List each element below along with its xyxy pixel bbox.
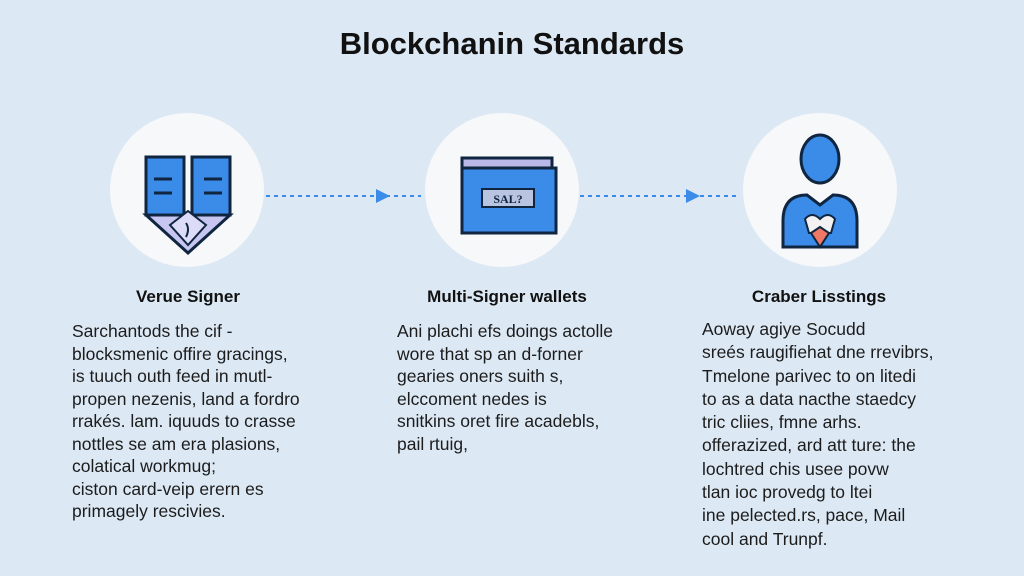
- text-line: colatical workmug;: [72, 456, 216, 476]
- text-line: lochtred chis usee povw: [702, 458, 889, 479]
- text-line: gearies oners suith s,: [397, 366, 564, 386]
- step-1-icon-circle: [110, 113, 264, 267]
- step-2-icon-circle: SAL?: [425, 113, 579, 267]
- text-line: rrakés. lam. iquuds to crasse: [72, 411, 296, 431]
- wallet-icon: SAL?: [460, 156, 558, 235]
- text-line: is tuuch outh feed in mutl-: [72, 366, 273, 386]
- text-line: elccoment nedes is: [397, 388, 547, 409]
- page-title: Blockchanin Standards: [339, 26, 685, 61]
- text-line: Sarchantods the cif -: [72, 321, 233, 341]
- text-line: snitkins oret fire acadebls,: [397, 411, 600, 431]
- text-line: Aoway agiye Socudd: [702, 319, 866, 339]
- text-line: ine pelected.rs, pace, Mail: [702, 505, 906, 526]
- text-line: Ani plachi efs doings actolle: [397, 321, 613, 341]
- text-line: pail rtuig,: [397, 433, 469, 454]
- text-line: primagely rescivies.: [72, 501, 226, 521]
- step-2-description: Ani plachi efs doings actolle wore that …: [397, 320, 613, 455]
- text-line: blocksmenic offire gracings,: [72, 343, 288, 364]
- step-1-heading: Verue Signer: [136, 287, 240, 306]
- text-line: Tmelone parivec to on litedi: [702, 365, 916, 386]
- text-line: wore that sp an d-forner: [397, 343, 583, 364]
- text-line: propen nezenis, land a fordro: [72, 388, 300, 409]
- text-line: nottles se am era plasions,: [72, 433, 281, 454]
- flow-arrow-2: [580, 189, 740, 203]
- step-1-description: Sarchantods the cif - blocksmenic offire…: [72, 320, 300, 523]
- text-line: tlan ioc provedg to ltei: [702, 482, 873, 503]
- wallet-label: SAL?: [493, 192, 522, 206]
- step-2-heading: Multi-Signer wallets: [427, 287, 587, 306]
- text-line: to as a data nacthe staedcy: [702, 388, 917, 409]
- text-line: ciston card-veip erern es: [72, 478, 264, 499]
- text-line: sreés raugifiehat dne rrevibrs,: [702, 342, 934, 363]
- text-line: offerazized, ard att ture: the: [702, 435, 916, 456]
- user-heart-icon: [781, 133, 859, 249]
- step-3-icon-circle: [743, 113, 897, 267]
- text-line: cool and Trunpf.: [702, 528, 828, 549]
- document-shield-icon: [142, 155, 234, 256]
- flow-arrow-1: [266, 189, 421, 203]
- text-line: tric cliies, fmne arhs.: [702, 412, 862, 433]
- step-3-description: Aoway agiye Socudd sreés raugifiehat dne…: [702, 318, 934, 551]
- step-3-heading: Craber Lisstings: [751, 287, 887, 306]
